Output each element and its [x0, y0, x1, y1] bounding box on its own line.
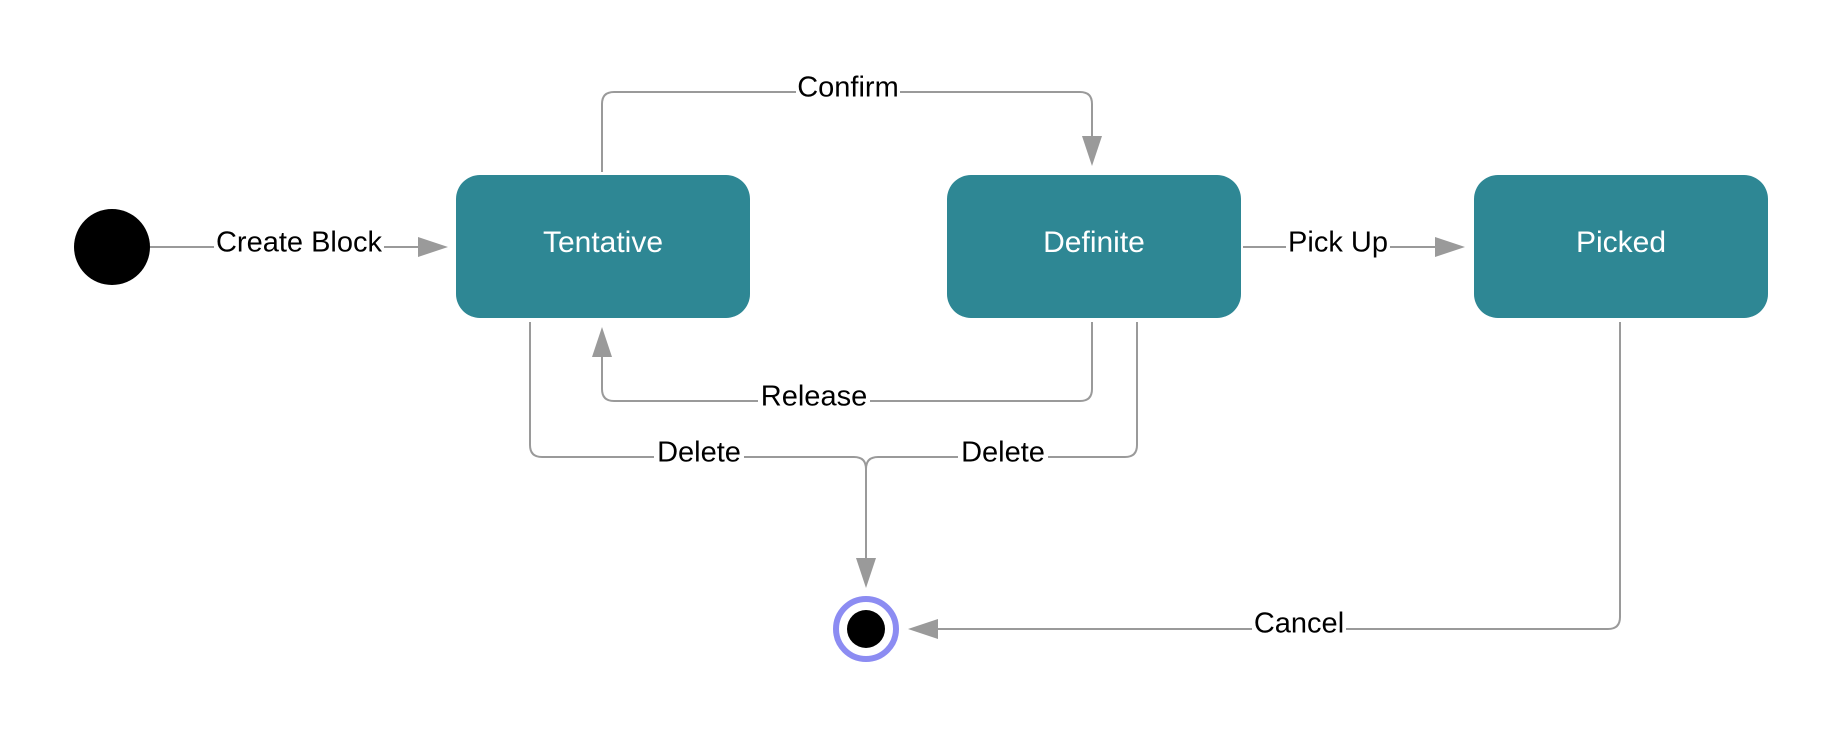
state-tentative-label: Tentative	[543, 226, 663, 259]
state-picked-label: Picked	[1576, 226, 1666, 259]
edge-label-cancel: Cancel	[1252, 607, 1346, 643]
transition-cancel	[908, 322, 1621, 639]
transition-delete-definite	[856, 322, 1138, 588]
final-state-node	[833, 596, 899, 662]
release-label: Release	[761, 381, 867, 413]
confirm-label: Confirm	[797, 72, 899, 104]
edge-label-delete-tentative: Delete	[654, 437, 744, 473]
cancel-label: Cancel	[1254, 608, 1344, 640]
edge-label-pick-up: Pick Up	[1286, 227, 1390, 264]
edge-label-delete-definite: Delete	[958, 437, 1048, 473]
edge-label-release: Release	[758, 381, 870, 417]
delete-tentative-label: Delete	[657, 437, 741, 469]
state-tentative: Tentative	[456, 175, 750, 318]
state-picked: Picked	[1474, 175, 1768, 318]
state-definite-label: Definite	[1043, 226, 1145, 259]
initial-state-node	[74, 209, 150, 285]
pick-up-label: Pick Up	[1288, 227, 1388, 259]
edge-label-confirm: Confirm	[796, 72, 900, 108]
edge-label-create-block: Create Block	[214, 227, 384, 264]
delete-definite-label: Delete	[961, 437, 1045, 469]
create-block-label: Create Block	[216, 227, 383, 259]
state-definite: Definite	[947, 175, 1241, 318]
